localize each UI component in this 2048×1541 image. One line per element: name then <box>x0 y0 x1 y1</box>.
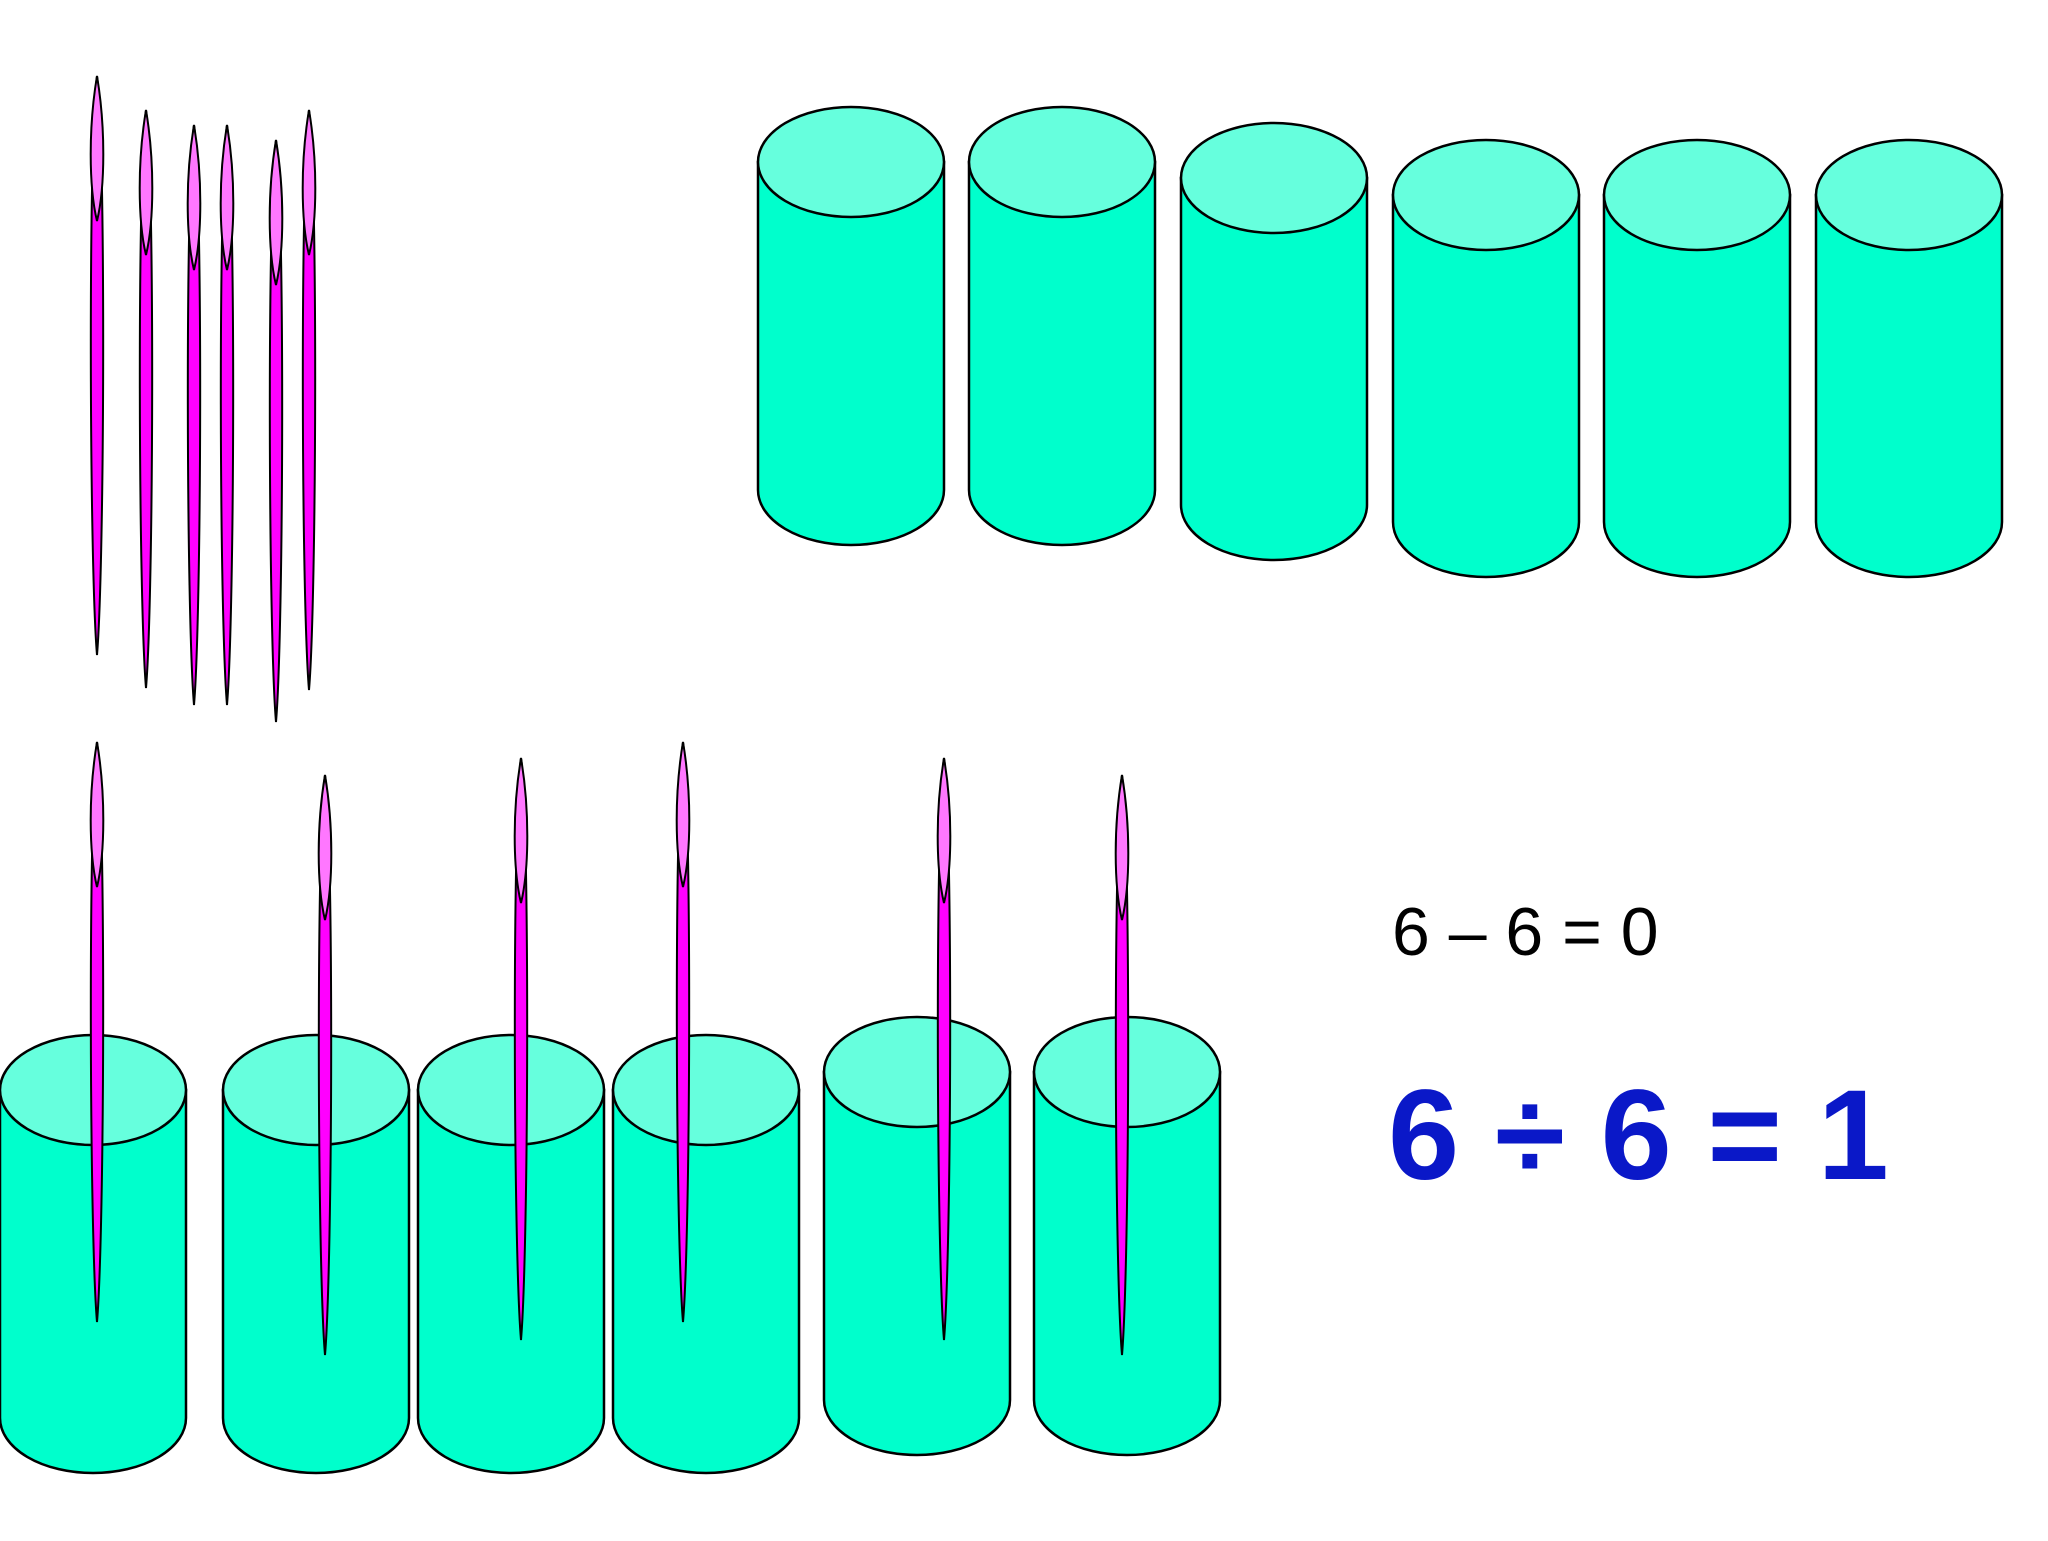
cup-body <box>416 1088 606 1475</box>
stick-tip <box>317 774 333 921</box>
cup-top <box>822 1015 1012 1129</box>
cup <box>416 1033 606 1475</box>
stick-body <box>138 109 154 689</box>
cup-top <box>1391 138 1581 252</box>
loose-stick-3 <box>186 124 202 706</box>
loose-stick-6 <box>301 109 317 691</box>
stick-body <box>89 75 105 656</box>
loose-stick-5 <box>268 139 284 723</box>
stick-tip <box>89 75 105 222</box>
cup <box>221 1033 411 1475</box>
stick-tip <box>1114 774 1130 921</box>
cup-body <box>611 1088 801 1475</box>
cup-top <box>1814 138 2004 252</box>
subtraction-equation: 6 – 6 = 0 <box>1392 894 1659 970</box>
cup-body <box>1602 193 1792 579</box>
cup-body <box>967 160 1157 547</box>
empty-cup-4 <box>1391 138 1581 579</box>
stick-tip <box>513 757 529 904</box>
stick-tip <box>936 757 952 904</box>
cup-top <box>1602 138 1792 252</box>
cup <box>822 1015 1012 1457</box>
cup-body <box>1391 193 1581 579</box>
empty-cup-6 <box>1814 138 2004 579</box>
stick <box>89 741 105 1323</box>
loose-sticks-group <box>89 75 317 723</box>
stick-tip <box>89 741 105 888</box>
stick-body <box>89 741 105 1323</box>
stick <box>675 741 691 1323</box>
stick-body <box>219 124 235 706</box>
stick-body <box>936 757 952 1341</box>
stick-body <box>317 774 333 1356</box>
empty-cups-group <box>756 105 2004 579</box>
stick-body <box>301 109 317 691</box>
stick-tip <box>268 139 284 286</box>
stick-tip <box>675 741 691 888</box>
cup-with-stick-2 <box>221 774 411 1475</box>
stick-body <box>186 124 202 706</box>
stick <box>936 757 952 1341</box>
cup-top <box>221 1033 411 1147</box>
cup <box>611 1033 801 1475</box>
stick-body <box>268 139 284 723</box>
cup-with-stick-5 <box>822 757 1012 1457</box>
stick-body <box>1114 774 1130 1356</box>
stick-body <box>675 741 691 1323</box>
empty-cup-3 <box>1179 121 1369 562</box>
stick-tip <box>301 109 317 256</box>
cup-body <box>822 1070 1012 1457</box>
loose-stick-4 <box>219 124 235 706</box>
empty-cup-5 <box>1602 138 1792 579</box>
cup-body <box>221 1088 411 1475</box>
stick-body <box>513 757 529 1341</box>
empty-cup-2 <box>967 105 1157 547</box>
cup-body <box>1814 193 2004 579</box>
cup-with-stick-3 <box>416 757 606 1475</box>
stick-tip <box>138 109 154 256</box>
cup-top <box>1179 121 1369 235</box>
division-equation: 6 ÷ 6 = 1 <box>1388 1064 1889 1207</box>
stick <box>1114 774 1130 1356</box>
empty-cup-1 <box>756 105 946 547</box>
cup-with-stick-4 <box>611 741 801 1475</box>
cup-top <box>756 105 946 219</box>
loose-stick-1 <box>89 75 105 656</box>
stick <box>317 774 333 1356</box>
cups-with-sticks-group <box>0 741 1222 1475</box>
cup-body <box>0 1088 188 1475</box>
cup-top <box>416 1033 606 1147</box>
loose-stick-2 <box>138 109 154 689</box>
cup-with-stick-6 <box>1032 774 1222 1457</box>
stick-tip <box>186 124 202 271</box>
cup-body <box>756 160 946 547</box>
cup-body <box>1179 176 1369 562</box>
cup-top <box>611 1033 801 1147</box>
cup-with-stick-1 <box>0 741 188 1475</box>
stick <box>513 757 529 1341</box>
cup-top <box>967 105 1157 219</box>
stick-tip <box>219 124 235 271</box>
